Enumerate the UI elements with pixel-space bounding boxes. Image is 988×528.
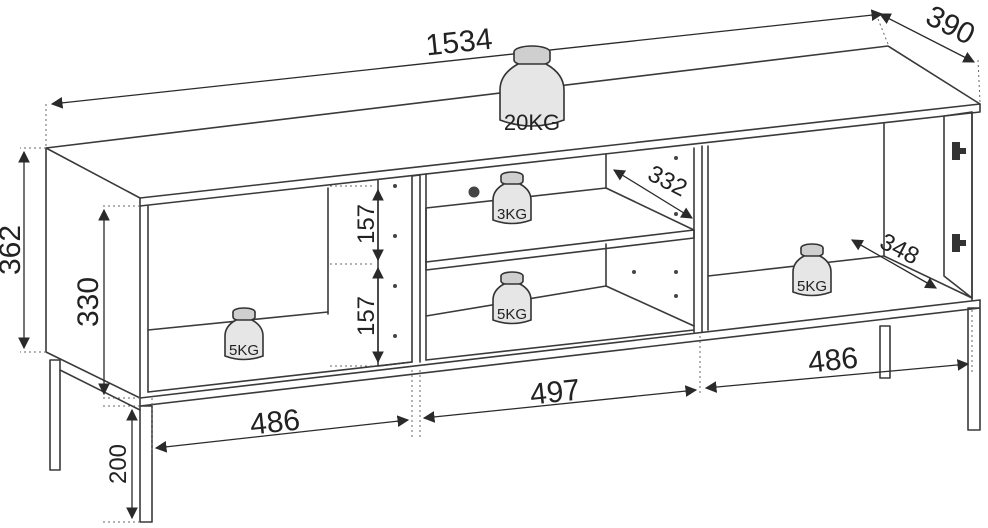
right-divider-panel xyxy=(693,145,703,333)
weight-middle-bottom-label: 5KG xyxy=(497,306,527,323)
hinge-icon xyxy=(952,142,966,160)
legs xyxy=(49,307,981,523)
right-width-dimension-line xyxy=(704,359,970,393)
weight-top-icon: 20KG xyxy=(499,45,565,135)
body-height-label: 330 xyxy=(72,277,105,327)
left-side-panel xyxy=(45,147,141,399)
weight-left-label: 5KG xyxy=(229,342,259,359)
hinge-icon xyxy=(952,234,966,252)
weight-middle-bottom-icon: 5KG xyxy=(492,271,532,325)
width-label: 1534 xyxy=(424,23,494,63)
right-width-label: 486 xyxy=(806,342,859,380)
middle-width-label: 497 xyxy=(528,374,581,412)
dimension-lines xyxy=(18,9,976,520)
depth-label: 390 xyxy=(921,0,981,52)
right-depth-label: 348 xyxy=(875,228,923,270)
weight-top-label: 20KG xyxy=(504,110,560,135)
extension-lines xyxy=(20,13,981,523)
depth-dimension-line xyxy=(878,13,976,63)
width-dimension-line xyxy=(50,9,884,109)
weight-right-icon: 5KG xyxy=(792,243,832,297)
shelf-gap-top-label: 157 xyxy=(353,204,380,244)
weight-middle-shelf-label: 3KG xyxy=(497,206,527,223)
open-door xyxy=(943,111,973,299)
leg-height-label: 200 xyxy=(105,444,132,484)
weight-right-label: 5KG xyxy=(797,278,827,295)
total-height-label: 362 xyxy=(0,225,27,275)
right-depth-dimension-line xyxy=(850,239,938,289)
middle-width-dimension-line xyxy=(422,385,698,423)
shelf-gap-bottom-label: 157 xyxy=(353,296,380,336)
left-width-label: 486 xyxy=(248,404,301,442)
left-divider-panel xyxy=(377,174,421,367)
middle-depth-label: 332 xyxy=(643,160,691,202)
right-compartment xyxy=(707,111,973,331)
middle-shelf xyxy=(425,187,695,263)
weight-left-icon: 5KG xyxy=(224,307,264,361)
left-width-dimension-line xyxy=(154,415,410,453)
middle-depth-dimension-line xyxy=(613,169,693,219)
weight-middle-shelf-icon: 3KG xyxy=(492,171,532,225)
